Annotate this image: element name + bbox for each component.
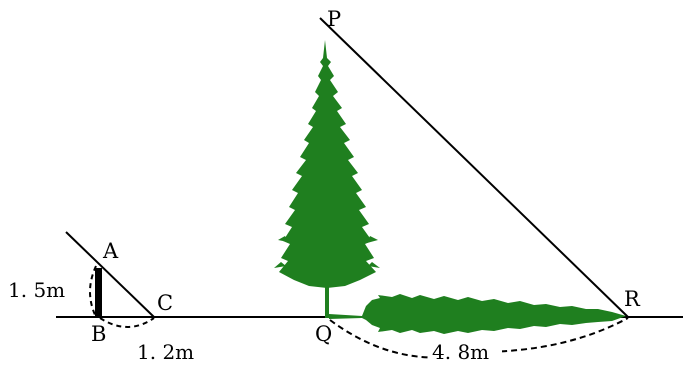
- stick-ab: [95, 268, 102, 317]
- tree-shadow-brace: [329, 317, 629, 359]
- label-c: C: [157, 291, 173, 315]
- stick-shadow-brace: [99, 317, 155, 328]
- label-p: P: [327, 7, 341, 31]
- label-r: R: [624, 287, 641, 311]
- sun-ray-small: [65, 231, 155, 318]
- stick-shadow-label: 1. 2m: [137, 340, 194, 364]
- fir-tree: [274, 40, 380, 288]
- label-a: A: [102, 239, 119, 263]
- stick-height-label: 1. 5m: [8, 278, 65, 302]
- label-q: Q: [315, 322, 332, 346]
- tree-trunk: [325, 282, 329, 318]
- stick-height-brace: [89, 265, 97, 318]
- label-b: B: [91, 322, 106, 346]
- tree-shadow: [329, 294, 626, 334]
- tree-shadow-label: 4. 8m: [432, 340, 489, 364]
- sun-ray-large: [319, 17, 629, 318]
- tree-shadow-label-bg: [430, 340, 502, 362]
